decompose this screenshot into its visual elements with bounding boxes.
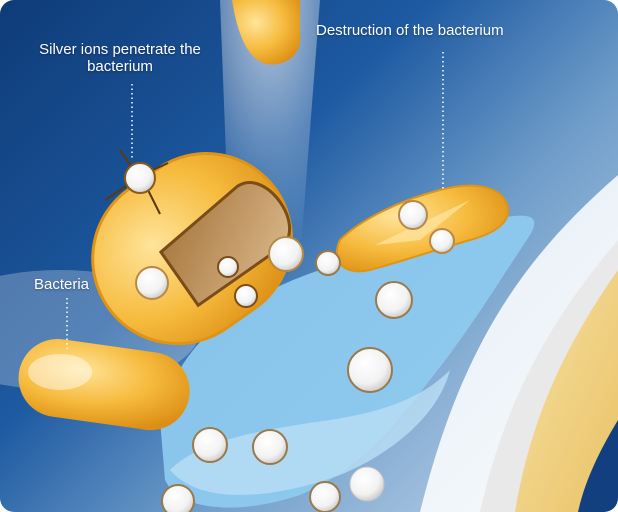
label-bacteria: Bacteria [34, 276, 89, 293]
silver-ion [316, 251, 340, 275]
silver-ion [430, 229, 454, 253]
silver-ion [348, 348, 392, 392]
silver-ion [125, 163, 155, 193]
silver-ion [162, 485, 194, 512]
silver-ion [136, 267, 168, 299]
silver-ion [253, 430, 287, 464]
label-silver-ions: Silver ions penetrate the bacterium [30, 41, 210, 75]
silver-ion [218, 257, 238, 277]
silver-ion [310, 482, 340, 512]
bacterium-highlight [28, 354, 92, 390]
silver-ion [235, 285, 257, 307]
label-destruction: Destruction of the bacterium [316, 22, 504, 39]
silver-ion [399, 201, 427, 229]
silver-ion [376, 282, 412, 318]
silver-ion [269, 237, 303, 271]
silver-ion [350, 467, 384, 501]
silver-ion [193, 428, 227, 462]
